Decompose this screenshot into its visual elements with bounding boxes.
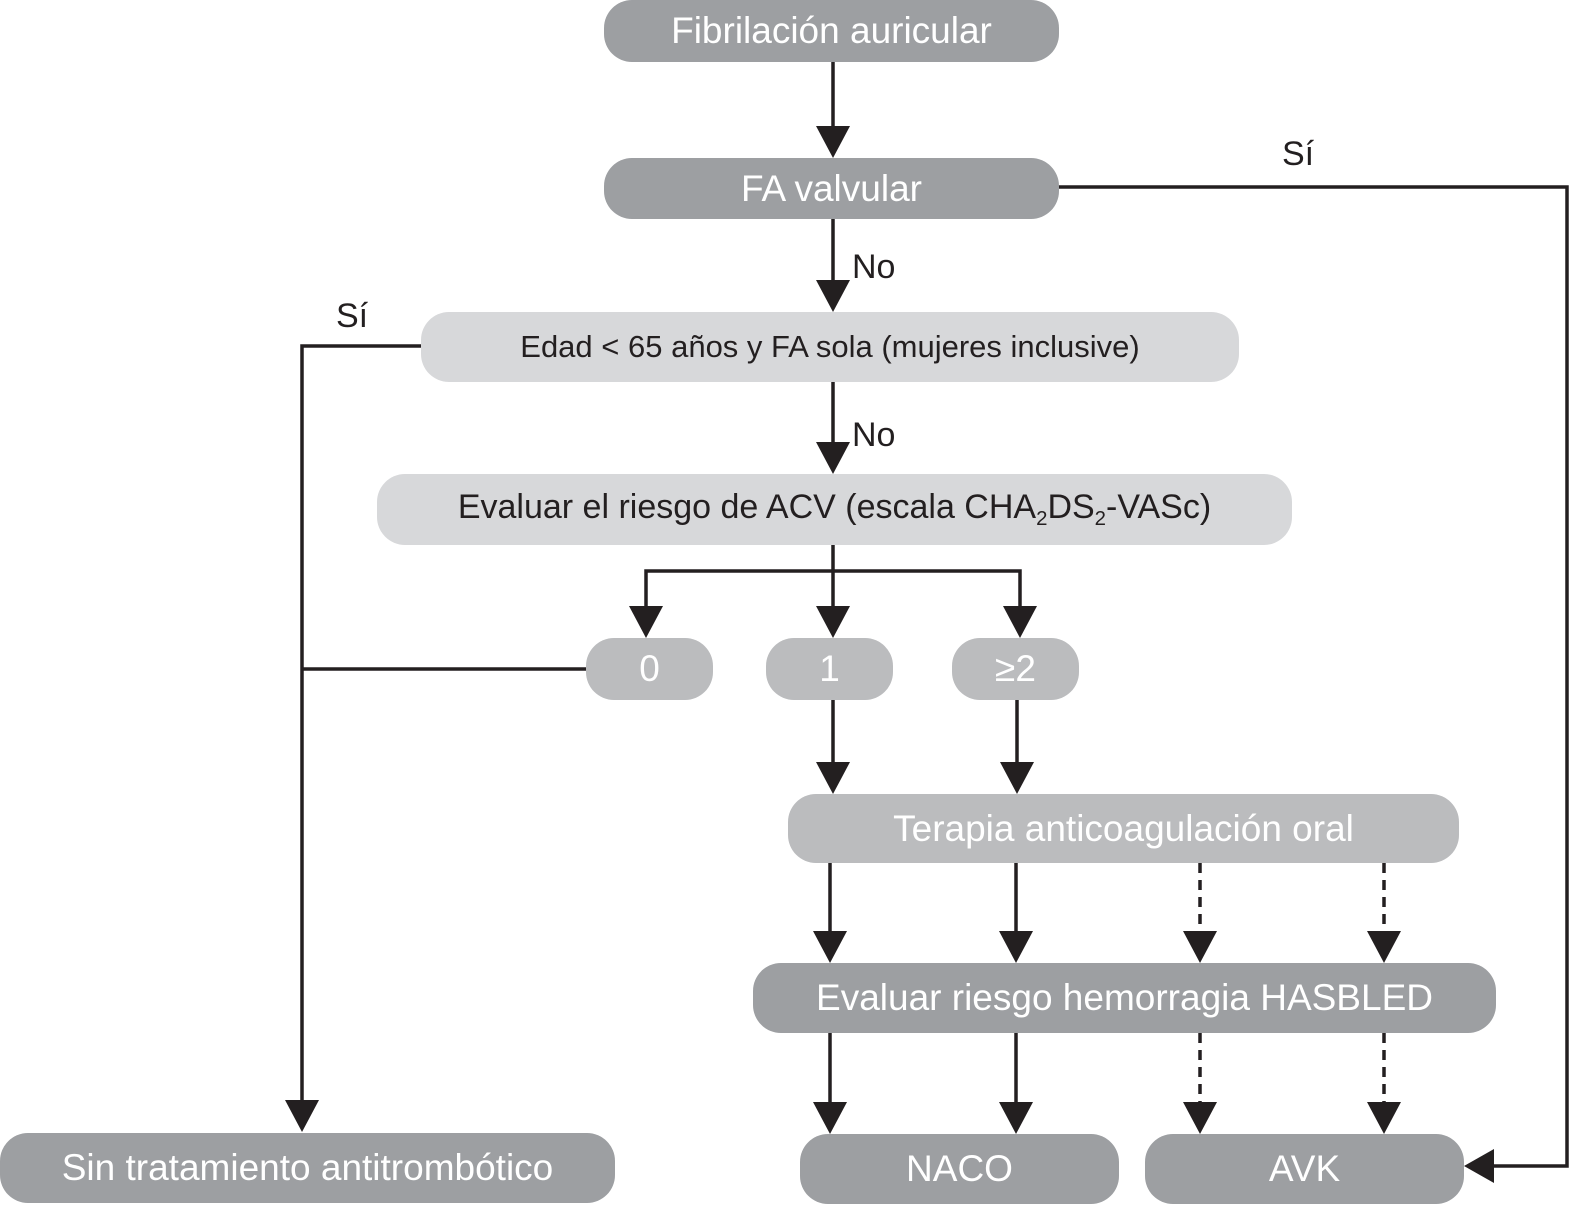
arrowhead	[816, 126, 850, 158]
arrowhead	[629, 606, 663, 638]
node-naco: NACO	[800, 1134, 1119, 1204]
node-score-2-plus: ≥2	[952, 638, 1079, 700]
edge-label-no-edad: No	[852, 416, 896, 454]
arrowhead	[813, 1102, 847, 1134]
arrowhead	[1000, 762, 1034, 794]
arrowhead	[816, 442, 850, 474]
arrowhead	[816, 280, 850, 312]
node-terapia-anticoagulacion: Terapia anticoagulación oral	[788, 794, 1459, 863]
arrowhead	[813, 931, 847, 963]
arrowhead	[1367, 1102, 1401, 1134]
arrowhead	[285, 1100, 319, 1132]
arrowhead	[816, 606, 850, 638]
evaluar-acv-text: Evaluar el riesgo de ACV (escala CHA2DS2…	[457, 487, 1212, 531]
node-hasbled: Evaluar riesgo hemorragia HASBLED	[753, 963, 1496, 1033]
arrowhead	[1183, 1102, 1217, 1134]
node-fibrilacion-auricular: Fibrilación auricular	[604, 0, 1059, 62]
node-edad-65: Edad < 65 años y FA sola (mujeres inclus…	[421, 312, 1239, 382]
edge-evaluar-to-score2	[833, 569, 1022, 608]
edge-edad-si-to-sin-tratamiento	[300, 344, 421, 1102]
arrowhead	[1183, 931, 1217, 963]
node-score-0: 0	[586, 638, 713, 700]
edge-evaluar-to-score0	[644, 569, 833, 608]
arrowhead	[1367, 931, 1401, 963]
node-fa-valvular: FA valvular	[604, 158, 1059, 219]
arrowhead	[816, 762, 850, 794]
node-sin-tratamiento: Sin tratamiento antitrombótico	[0, 1133, 615, 1203]
arrowhead	[1003, 606, 1037, 638]
edge-valvular-si-to-avk	[1058, 185, 1569, 1168]
arrowhead	[999, 931, 1033, 963]
edge-label-si-valvular: Sí	[1282, 135, 1315, 173]
arrowhead	[999, 1102, 1033, 1134]
node-evaluar-acv: Evaluar el riesgo de ACV (escala CHA2DS2…	[377, 474, 1292, 545]
node-avk: AVK	[1145, 1134, 1464, 1204]
node-score-1: 1	[766, 638, 893, 700]
arrowhead	[1464, 1149, 1494, 1183]
edge-label-no-valvular: No	[852, 248, 896, 286]
edge-label-si-edad: Sí	[336, 297, 369, 335]
